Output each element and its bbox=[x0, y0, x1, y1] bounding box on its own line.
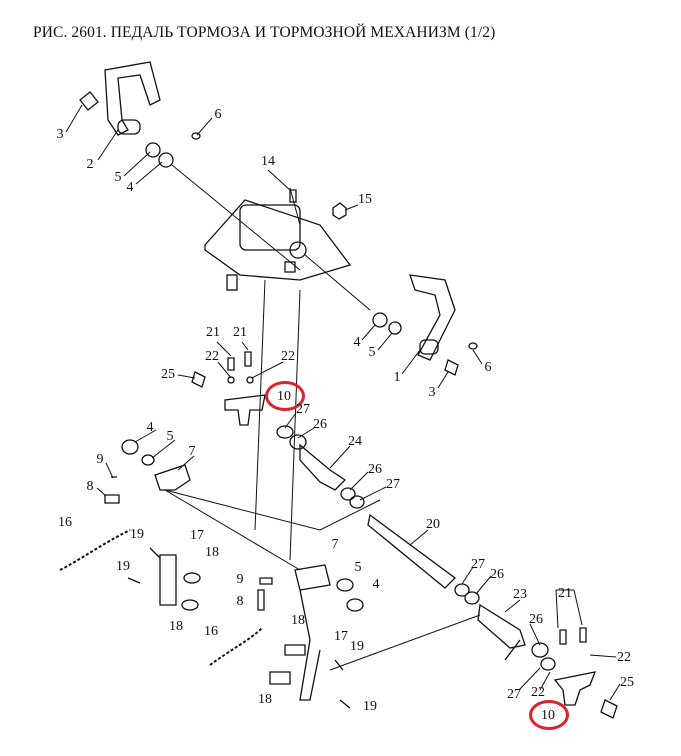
callout-5: 5 bbox=[114, 170, 122, 185]
callout-26: 26 bbox=[529, 612, 543, 627]
callout-7: 7 bbox=[331, 537, 339, 552]
callout-23: 23 bbox=[513, 587, 527, 602]
spring-16-left bbox=[59, 529, 131, 571]
callout-22: 22 bbox=[281, 349, 295, 364]
figure-title: РИС. 2601. ПЕДАЛЬ ТОРМОЗА И ТОРМОЗНОЙ МЕ… bbox=[33, 24, 496, 41]
highlight-circle bbox=[529, 700, 569, 730]
callout-21: 21 bbox=[558, 586, 572, 601]
callout-8: 8 bbox=[86, 479, 94, 494]
brake-pedal-left bbox=[104, 61, 161, 136]
highlight-circle bbox=[265, 381, 305, 411]
callout-27: 27 bbox=[507, 687, 521, 702]
callout-19: 19 bbox=[363, 699, 377, 714]
callout-22: 22 bbox=[617, 650, 631, 665]
callout-6: 6 bbox=[484, 360, 492, 375]
callout-9: 9 bbox=[96, 452, 104, 467]
callout-3: 3 bbox=[56, 127, 64, 142]
callout-14: 14 bbox=[261, 154, 275, 169]
callout-26: 26 bbox=[313, 417, 327, 432]
callout-19: 19 bbox=[130, 527, 144, 542]
callout-17: 17 bbox=[190, 528, 204, 543]
callout-17: 17 bbox=[334, 629, 348, 644]
callout-18: 18 bbox=[205, 545, 219, 560]
callout-5: 5 bbox=[166, 429, 174, 444]
callout-22: 22 bbox=[205, 349, 219, 364]
callout-16: 16 bbox=[204, 624, 218, 639]
callout-4: 4 bbox=[146, 420, 154, 435]
callout-1: 1 bbox=[393, 370, 401, 385]
callout-26: 26 bbox=[490, 567, 504, 582]
shaft-20 bbox=[367, 513, 456, 589]
callout-8: 8 bbox=[236, 594, 244, 609]
callout-27: 27 bbox=[296, 402, 310, 417]
callout-6: 6 bbox=[214, 107, 222, 122]
callout-21: 21 bbox=[206, 325, 220, 340]
callout-24: 24 bbox=[348, 434, 362, 449]
callout-26: 26 bbox=[368, 462, 382, 477]
callout-21: 21 bbox=[233, 325, 247, 340]
callout-27: 27 bbox=[386, 477, 400, 492]
callout-15: 15 bbox=[358, 192, 372, 207]
callout-20: 20 bbox=[426, 517, 440, 532]
callout-4: 4 bbox=[126, 180, 134, 195]
callout-5: 5 bbox=[354, 560, 362, 575]
callout-9: 9 bbox=[236, 572, 244, 587]
callout-19: 19 bbox=[116, 559, 130, 574]
callout-25: 25 bbox=[620, 675, 634, 690]
brake-pedal-right bbox=[409, 274, 456, 361]
callout-5: 5 bbox=[368, 345, 376, 360]
callout-2: 2 bbox=[86, 157, 94, 172]
callout-4: 4 bbox=[372, 577, 380, 592]
grease-fitting-icon bbox=[79, 91, 99, 111]
callout-18: 18 bbox=[258, 692, 272, 707]
callout-18: 18 bbox=[169, 619, 183, 634]
callout-25: 25 bbox=[161, 367, 175, 382]
callout-22: 22 bbox=[531, 685, 545, 700]
callout-18: 18 bbox=[291, 613, 305, 628]
callout-19: 19 bbox=[350, 639, 364, 654]
callout-16: 16 bbox=[58, 515, 72, 530]
callout-27: 27 bbox=[471, 557, 485, 572]
spring-16-right bbox=[209, 627, 263, 666]
callout-3: 3 bbox=[428, 385, 436, 400]
callout-7: 7 bbox=[188, 444, 196, 459]
callout-4: 4 bbox=[353, 335, 361, 350]
pedal-bracket bbox=[204, 199, 352, 291]
